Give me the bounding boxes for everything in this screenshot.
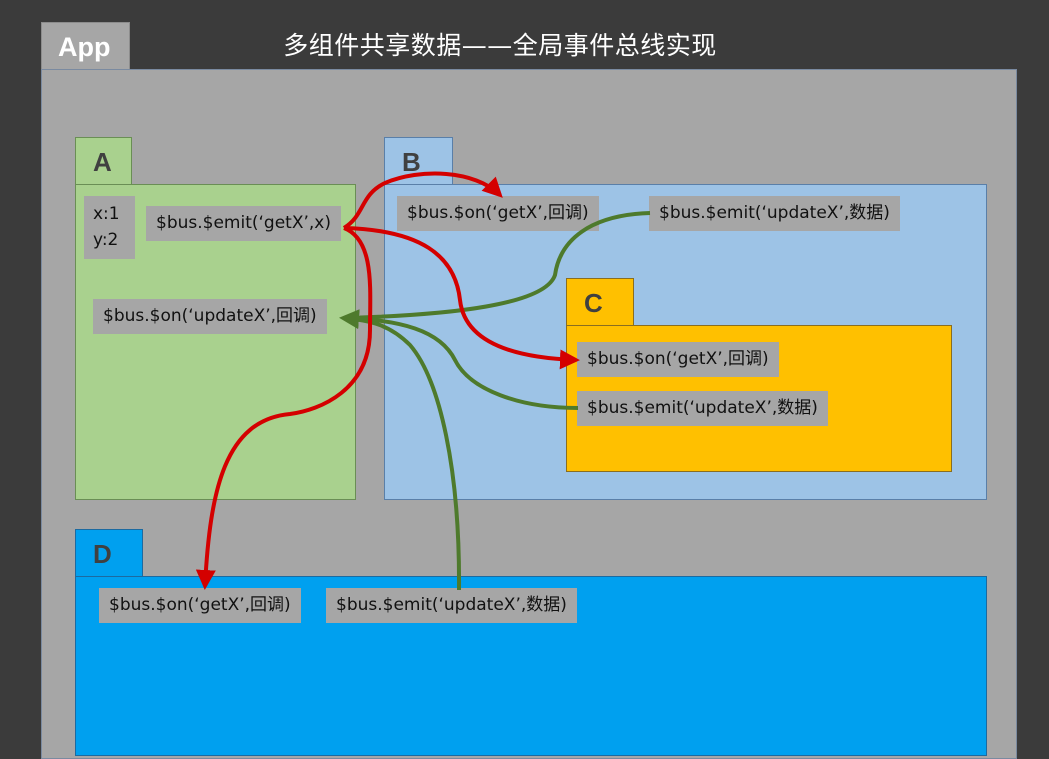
component-b-tab: B xyxy=(384,137,453,186)
component-a-data: x:1 y:2 xyxy=(84,196,135,259)
y-value: y:2 xyxy=(93,230,119,250)
d-emit-updatex-label: $bus.$emit(‘updateX’,数据) xyxy=(326,588,577,623)
component-a-tab: A xyxy=(75,137,132,186)
d-on-getx-label: $bus.$on(‘getX’,回调) xyxy=(99,588,301,623)
b-emit-updatex-label: $bus.$emit(‘updateX’,数据) xyxy=(649,196,900,231)
a-on-updatex-label: $bus.$on(‘updateX’,回调) xyxy=(93,299,327,334)
component-d-tab: D xyxy=(75,529,143,578)
app-tab: App xyxy=(41,22,130,70)
b-on-getx-label: $bus.$on(‘getX’,回调) xyxy=(397,196,599,231)
c-emit-updatex-label: $bus.$emit(‘updateX’,数据) xyxy=(577,391,828,426)
diagram-title: 多组件共享数据——全局事件总线实现 xyxy=(283,31,717,60)
component-c-tab: C xyxy=(566,278,634,327)
x-value: x:1 xyxy=(93,204,120,224)
a-emit-getx-label: $bus.$emit(‘getX’,x) xyxy=(146,206,341,241)
c-on-getx-label: $bus.$on(‘getX’,回调) xyxy=(577,342,779,377)
